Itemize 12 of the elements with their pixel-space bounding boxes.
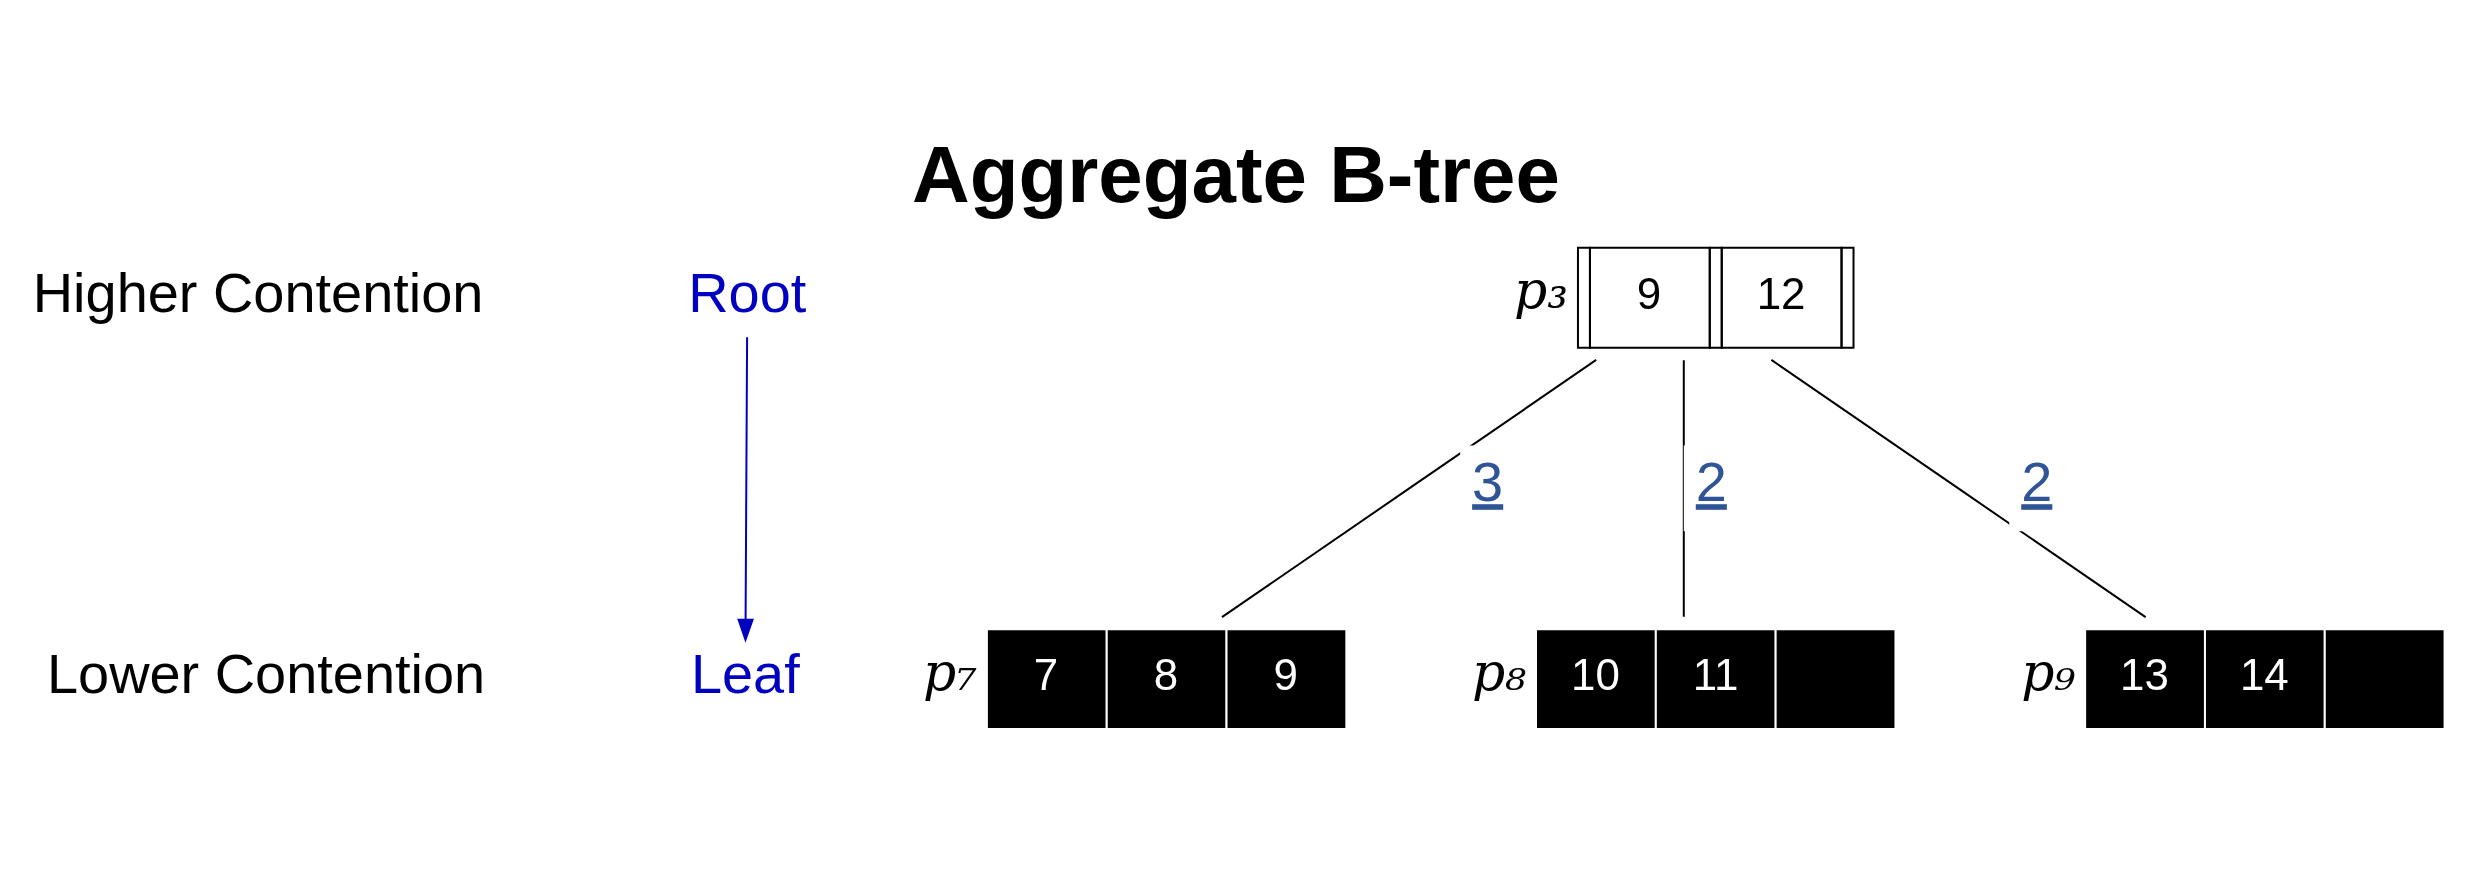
diagram-title: Aggregate B-tree (912, 129, 1560, 219)
node-label: p₉ (2021, 641, 2076, 702)
edge-label: 2 (1695, 450, 1727, 514)
label: Higher Contention (32, 260, 484, 324)
node-label: p₈ (1472, 641, 1527, 702)
edge-label: 3 (1472, 450, 1504, 514)
node-text: Root (688, 260, 807, 324)
node-label: p₃ (1514, 260, 1569, 321)
edge-label: 2 (2021, 450, 2053, 514)
node-text: Leaf (690, 641, 800, 705)
label: Lower Contention (46, 641, 486, 705)
node-label: p₇ (923, 641, 978, 702)
